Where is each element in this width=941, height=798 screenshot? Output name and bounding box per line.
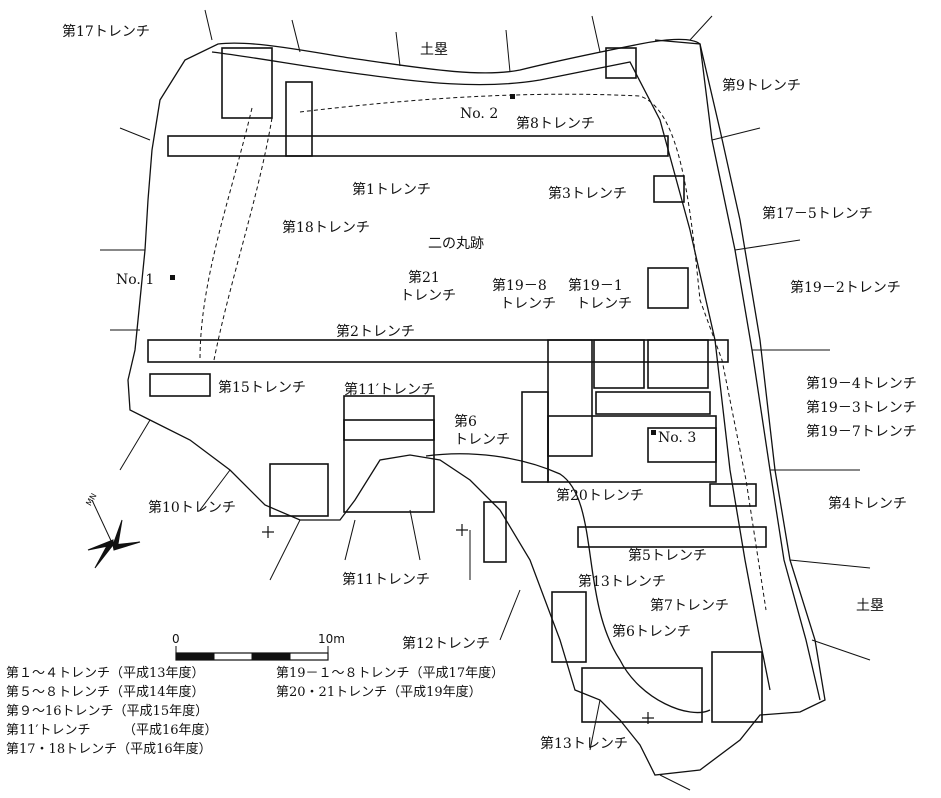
- label-earthwork-east: 土塁: [856, 598, 884, 614]
- label-trench-11: 第11トレンチ: [342, 572, 430, 588]
- trench-19-2: [647, 339, 709, 389]
- road-curve: [425, 453, 711, 714]
- trench-7: [711, 651, 763, 723]
- trench-19-1: [593, 339, 645, 389]
- label-trench-17: 第17トレンチ: [62, 24, 150, 40]
- label-trench-4: 第4トレンチ: [828, 496, 907, 512]
- label-trench-1: 第1トレンチ: [352, 182, 431, 198]
- legend-right: 第19－１～８トレンチ（平成17年度） 第20・21トレンチ（平成19年度）: [276, 664, 504, 702]
- label-trench-7: 第7トレンチ: [650, 598, 729, 614]
- legend-left: 第１～４トレンチ（平成13年度） 第５～８トレンチ（平成14年度） 第９～16ト…: [6, 664, 218, 759]
- label-trench-13-top: 第13トレンチ: [578, 574, 666, 590]
- trench-6: [343, 419, 435, 513]
- legend-row: 第11′トレンチ （平成16年度）: [6, 723, 218, 738]
- trench-4: [709, 483, 757, 507]
- dashed-line-west-2: [213, 117, 273, 361]
- trench-13: [551, 591, 587, 663]
- label-trench-8: 第8トレンチ: [516, 116, 595, 132]
- label-trench-6b: トレンチ: [454, 432, 510, 448]
- label-trench-6-low: 第6トレンチ: [612, 624, 691, 640]
- trench-17: [221, 47, 273, 119]
- label-trench-21a: 第21: [408, 270, 440, 286]
- label-trench-21b: トレンチ: [400, 288, 456, 304]
- trench-11p: [343, 395, 435, 441]
- label-trench-20: 第20トレンチ: [556, 488, 644, 504]
- point-no2-marker: [510, 94, 515, 99]
- scale-min-label: 0: [172, 632, 180, 646]
- trench-12: [483, 501, 507, 563]
- trench-2: [147, 339, 729, 363]
- site-boundary: [127, 38, 826, 776]
- trench-18: [285, 81, 313, 157]
- label-trench-12: 第12トレンチ: [402, 636, 490, 652]
- earthwork-inner-edge: [211, 51, 771, 691]
- label-trench-2: 第2トレンチ: [336, 324, 415, 340]
- dashed-line-north: [299, 93, 767, 611]
- label-trench-19-8b: トレンチ: [500, 296, 556, 312]
- trench-15: [149, 373, 211, 397]
- scale-max-label: 10m: [318, 632, 345, 646]
- label-trench-18: 第18トレンチ: [282, 220, 370, 236]
- label-trench-9: 第9トレンチ: [722, 78, 801, 94]
- label-trench-5: 第5トレンチ: [628, 548, 707, 564]
- trench-6-low: [581, 667, 703, 723]
- legend-row: 第19－１～８トレンチ（平成17年度）: [276, 666, 505, 681]
- label-trench-11-prime: 第11′トレンチ: [344, 382, 435, 398]
- label-trench-19-1b: トレンチ: [576, 296, 632, 312]
- label-trench-19-1a: 第19－1: [568, 278, 623, 294]
- trench-19-3: [595, 391, 711, 415]
- trench-10: [269, 463, 329, 517]
- label-no1: No. 1: [116, 272, 155, 288]
- label-trench-19-8a: 第19－8: [492, 278, 547, 294]
- trench-3: [653, 175, 685, 203]
- legend-row: 第17・18トレンチ（平成16年度）: [6, 742, 212, 757]
- label-trench-17-5: 第17－5トレンチ: [762, 206, 873, 222]
- label-earthwork-north: 土塁: [420, 42, 448, 58]
- label-trench-10: 第10トレンチ: [148, 500, 236, 516]
- point-no3-marker: [651, 430, 656, 435]
- label-trench-15: 第15トレンチ: [218, 380, 306, 396]
- label-site: 二の丸跡: [428, 236, 484, 252]
- label-trench-13-bottom: 第13トレンチ: [540, 736, 628, 752]
- label-trench-19-2: 第19－2トレンチ: [790, 280, 901, 296]
- legend-row: 第５～８トレンチ（平成14年度）: [6, 685, 205, 700]
- trench-20: [547, 415, 717, 483]
- dashed-line-west: [199, 107, 253, 361]
- scale-bar: [175, 646, 329, 661]
- label-trench-19-4: 第19－4トレンチ: [806, 376, 917, 392]
- trench-8: [167, 135, 669, 157]
- trench-5: [577, 526, 767, 548]
- earthwork-hachures: [100, 9, 871, 791]
- trench-19-8: [547, 339, 593, 457]
- trench-9: [605, 47, 637, 79]
- legend-row: 第20・21トレンチ（平成19年度）: [276, 685, 482, 700]
- trench-no3-box: [647, 427, 717, 463]
- label-trench-6a: 第6: [454, 414, 477, 430]
- legend-row: 第１～４トレンチ（平成13年度）: [6, 666, 205, 681]
- trench-17-5: [647, 267, 689, 309]
- label-no2: No. 2: [460, 106, 499, 122]
- label-trench-19-3: 第19－3トレンチ: [806, 400, 917, 416]
- point-no1-marker: [170, 275, 175, 280]
- label-trench-19-7: 第19－7トレンチ: [806, 424, 917, 440]
- trench-21: [521, 391, 549, 483]
- grid-crosses: [262, 524, 654, 724]
- label-no3: No. 3: [658, 430, 697, 446]
- legend-row: 第９～16トレンチ（平成15年度）: [6, 704, 209, 719]
- north-arrow: [87, 499, 141, 569]
- label-trench-3: 第3トレンチ: [548, 186, 627, 202]
